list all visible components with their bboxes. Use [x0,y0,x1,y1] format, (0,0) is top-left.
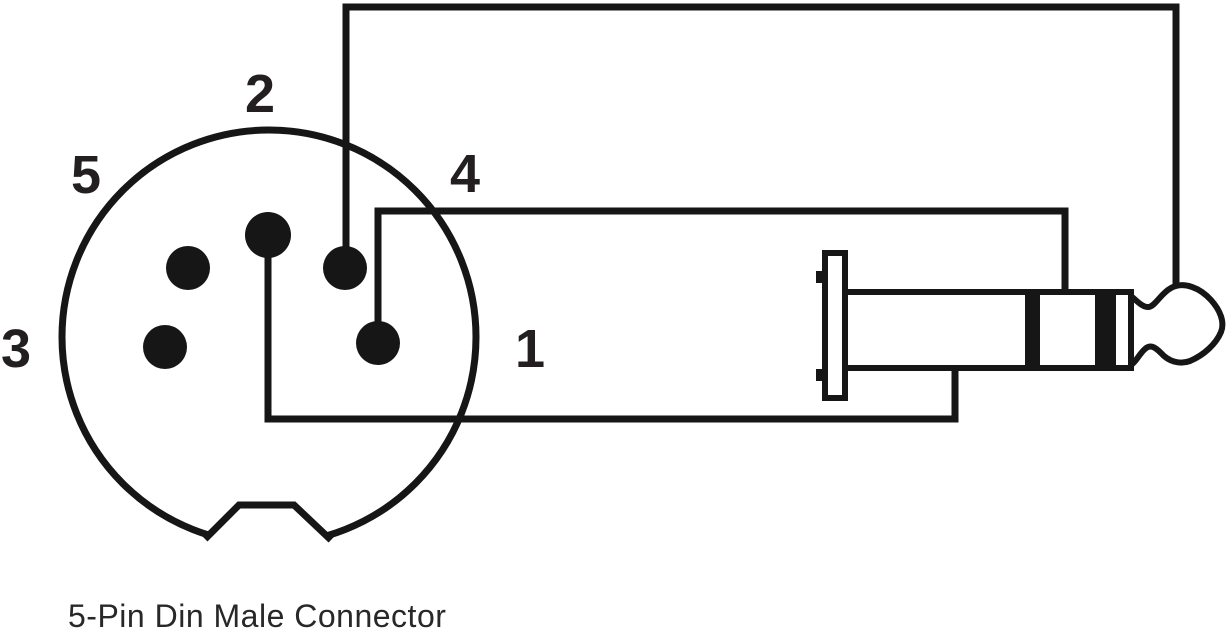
wire-pin1-to-ring [374,207,1069,343]
diagram-caption: 5-Pin Din Male Connector [68,598,446,634]
wire-pin4-to-tip [342,3,1180,289]
din-pin-3-dot [143,325,187,369]
pin-label-3: 3 [1,319,31,379]
jack-solder-tab-bottom [816,369,825,381]
pin-label-4: 4 [450,144,480,204]
jack-solder-tab-top [816,271,825,283]
jack-insulator-band-2 [1095,290,1116,370]
pin-label-5: 5 [71,145,101,205]
din-pin-2-dot [245,212,291,258]
din-pin-1-dot [356,321,400,365]
din-pin-4-dot [323,246,367,290]
jack-tip [1128,282,1226,371]
jack-insulator-band-1 [1025,290,1040,370]
din-notch [202,501,334,543]
wire-pin2-to-sleeve [264,235,959,423]
pin-label-1: 1 [515,319,545,379]
pin-label-2: 2 [245,64,275,124]
jack-sleeve [842,289,1134,371]
din-pin-5-dot [166,246,210,290]
